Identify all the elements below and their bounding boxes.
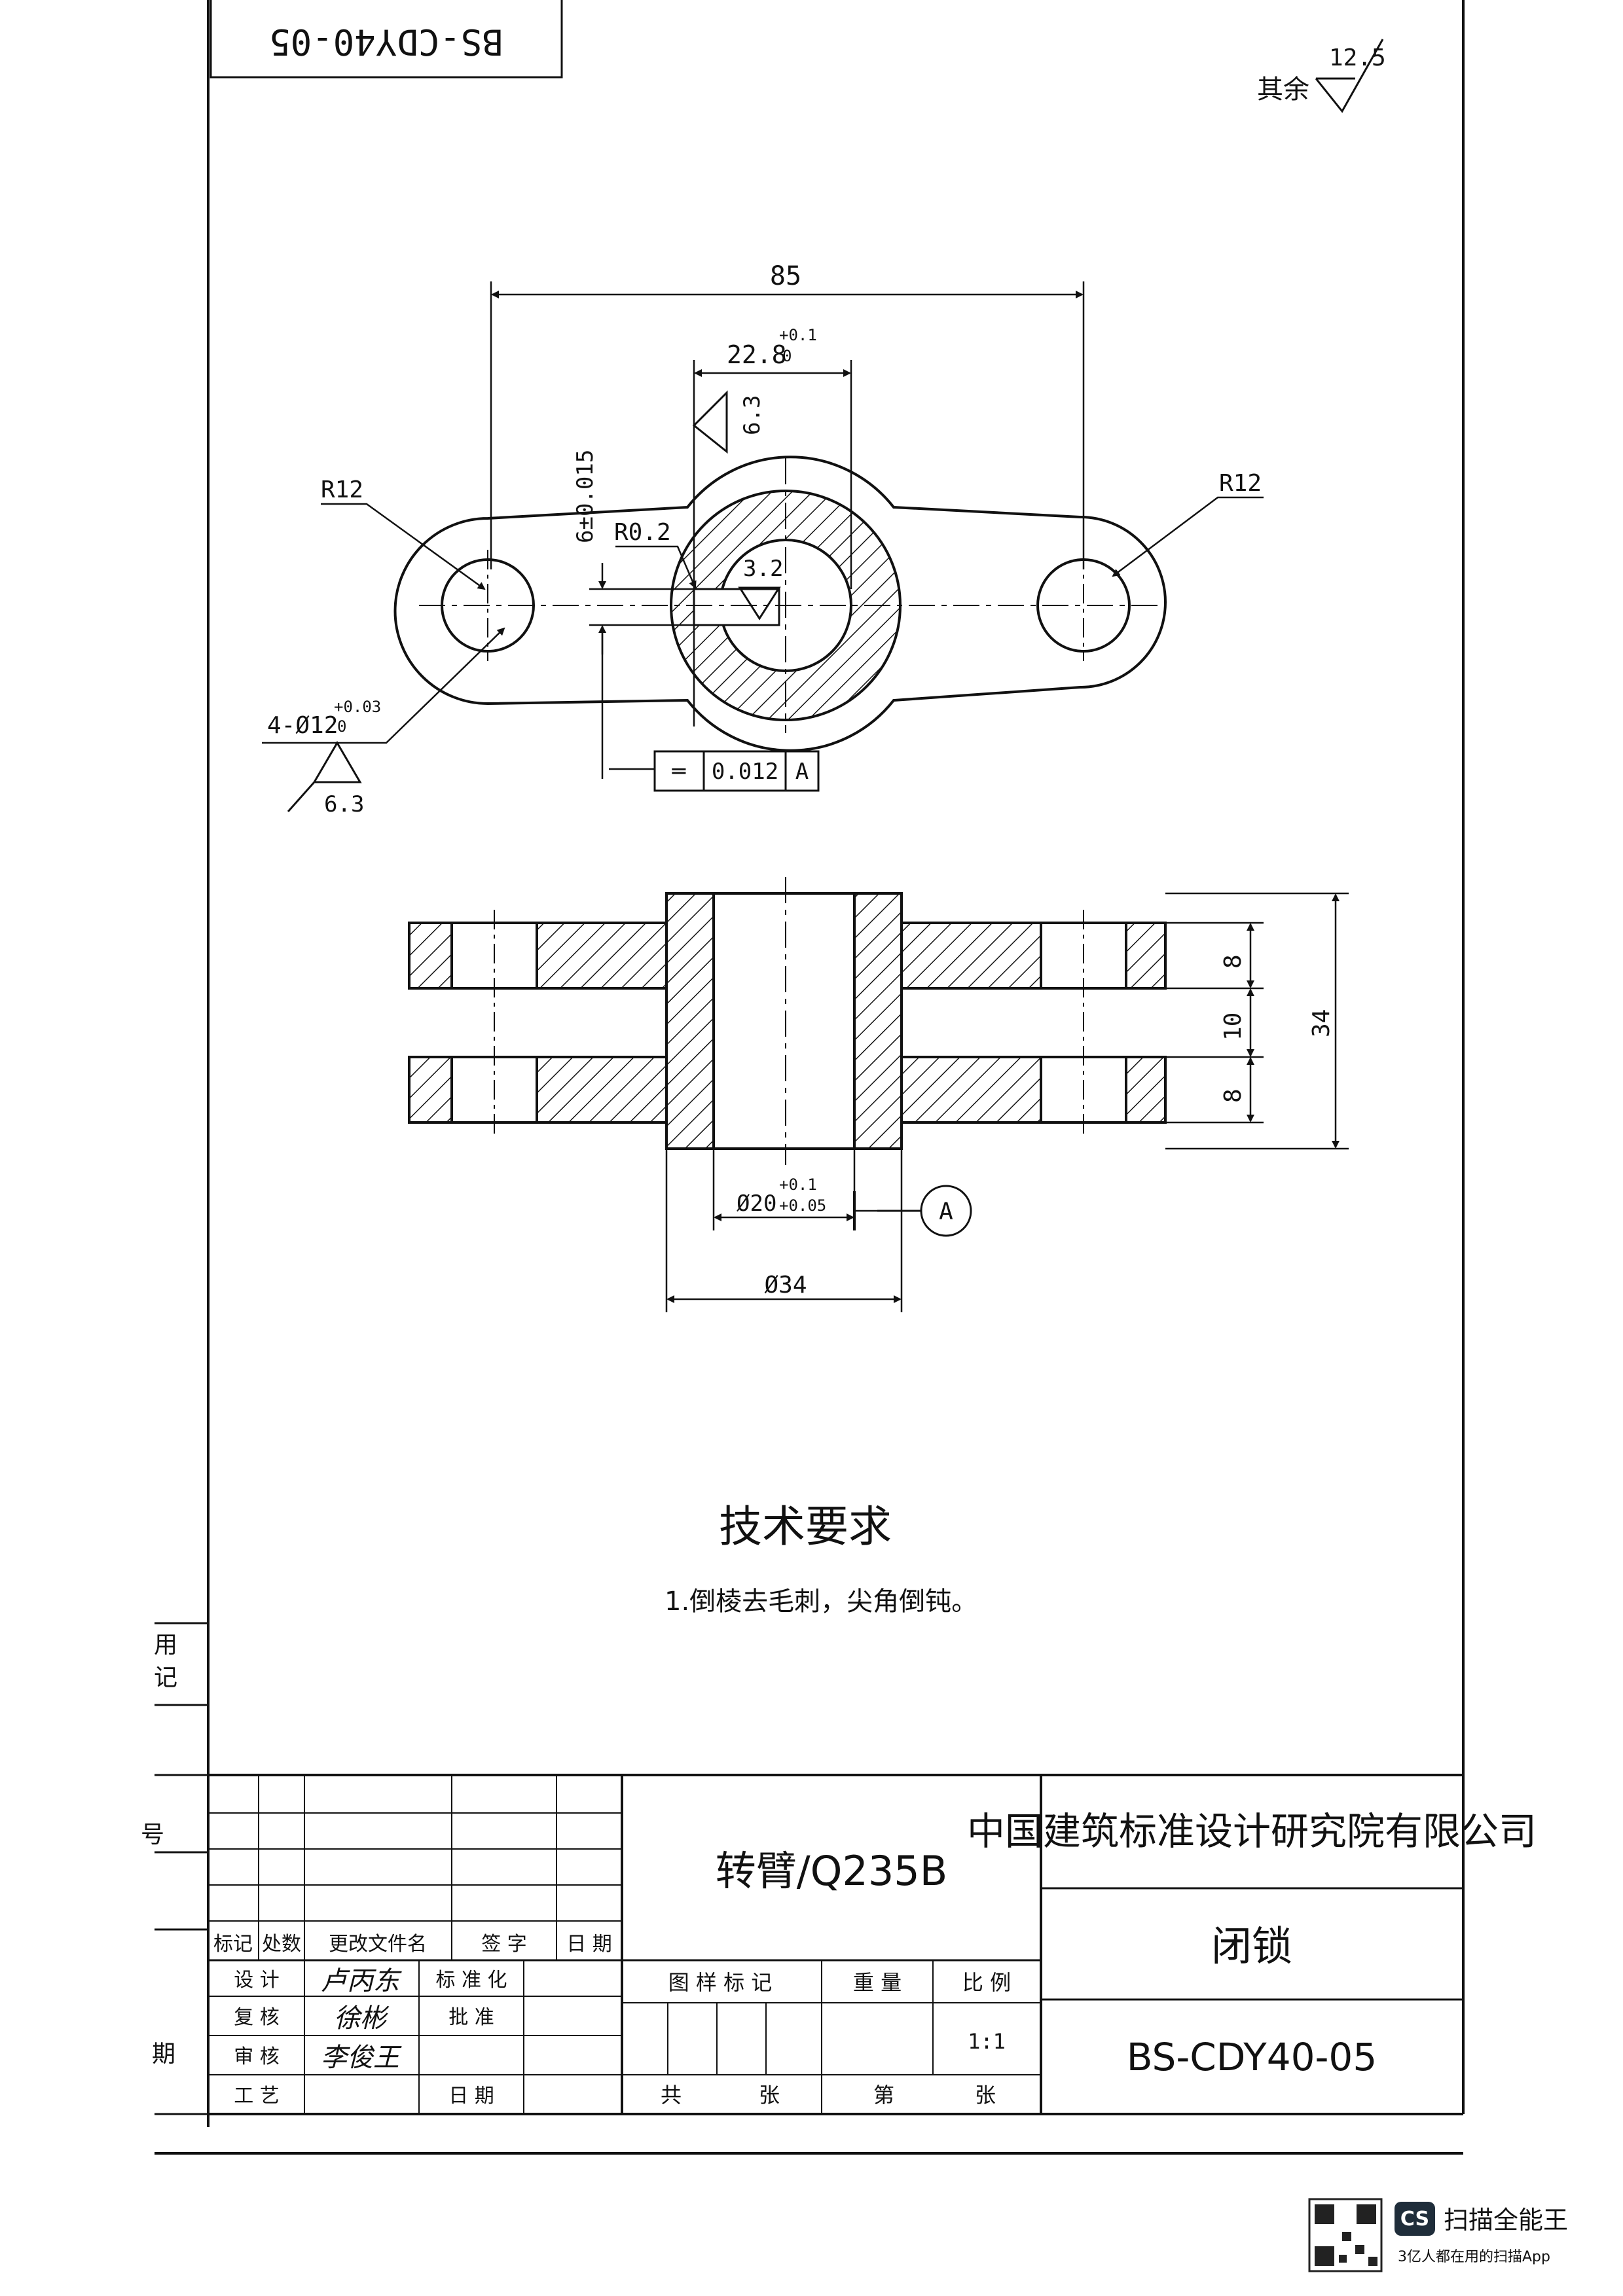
hdr-count: 处数 (262, 1933, 301, 1956)
general-roughness-symbol: 其余 12.5 (1257, 39, 1386, 113)
top-view-dimensions (262, 281, 1264, 779)
dim-plate-top: 8 (1220, 954, 1247, 969)
dim-center-distance: 85 (770, 261, 801, 291)
dim-slot-tol-low: 0 (782, 347, 792, 365)
side-label-3: 号 (141, 1821, 164, 1848)
role-check: 复 核 (234, 2006, 280, 2029)
top-view (393, 456, 1167, 752)
role-date: 日 期 (448, 2085, 494, 2108)
cs-badge-icon (1395, 2202, 1435, 2236)
hdr-mark: 标记 (213, 1933, 253, 1956)
face-roughness-symbol: 3.2 (738, 556, 783, 620)
bore-roughness-symbol: 6.3 (692, 390, 765, 454)
signature-review: 李俊王 (321, 2043, 402, 2073)
tech-req-item-1: 1.倒棱去毛刺，尖角倒钝。 (665, 1587, 977, 1617)
svg-text:3.2: 3.2 (743, 556, 783, 582)
drawing-number-top: BS-CDY40-05 (269, 21, 503, 62)
hdr-sign: 签 字 (481, 1933, 527, 1956)
section-dimensions (665, 892, 1349, 1312)
dim-fillet: R0.2 (614, 519, 671, 546)
company-name: 中国建筑标准设计研究院有限公司 (967, 1809, 1537, 1854)
scale-value: 1:1 (968, 2029, 1006, 2054)
dim-plate-bottom: 8 (1220, 1088, 1247, 1103)
watermark-app-name: 扫描全能王 (1444, 2206, 1568, 2234)
dim-bore: Ø20 (737, 1191, 776, 1217)
col-sheets: 张 (759, 2083, 780, 2108)
title-block: 转臂/Q235B 中国建筑标准设计研究院有限公司 闭锁 BS-CDY40-05 … (213, 1809, 1537, 2108)
signature-check: 徐彬 (334, 2003, 390, 2034)
dim-slot-depth: 6±0.015 (572, 450, 598, 543)
hdr-doc: 更改文件名 (329, 1933, 427, 1956)
dim-radius-left: R12 (321, 476, 363, 503)
svg-text:CS: CS (1400, 2208, 1429, 2231)
dim-radius-right: R12 (1219, 470, 1262, 497)
drawing-number: BS-CDY40-05 (1127, 2035, 1377, 2079)
dim-slot-tol-up: +0.1 (779, 326, 817, 344)
dim-pin-holes: 4-Ø12 (267, 712, 338, 739)
section-view (408, 877, 1167, 1165)
dim-pin-tol-up: +0.03 (334, 698, 381, 716)
drawing-frame (155, 0, 1465, 2155)
hdr-date: 日 期 (566, 1933, 612, 1956)
title-block-grid (207, 1775, 1463, 2114)
col-no: 第 (873, 2083, 894, 2108)
col-sheet: 张 (975, 2083, 996, 2108)
qr-code-icon (1308, 2198, 1383, 2272)
dim-pin-tol-low: 0 (337, 717, 346, 736)
col-ratio: 比 例 (962, 1970, 1011, 1995)
pin-roughness-symbol: 6.3 (287, 741, 364, 817)
svg-text:其余: 其余 (1257, 75, 1309, 105)
signature-design: 卢丙东 (321, 1966, 402, 1996)
role-approve: 批 准 (448, 2006, 494, 2029)
side-label-4: 期 (152, 2041, 175, 2068)
tolerance-frame: ═ 0.012 A (653, 750, 820, 792)
watermark-tagline: 3亿人都在用的扫描App (1398, 2249, 1550, 2265)
dim-overall-height: 34 (1308, 1009, 1335, 1037)
svg-text:═: ═ (672, 759, 686, 785)
scanner-watermark: CS 扫描全能王 3亿人都在用的扫描App (1308, 2198, 1568, 2272)
dim-gap: 10 (1220, 1013, 1247, 1041)
svg-text:0.012: 0.012 (712, 759, 778, 785)
dim-bore-tol-low: +0.05 (779, 1196, 826, 1215)
col-total: 共 (661, 2083, 682, 2108)
svg-text:6.3: 6.3 (324, 791, 364, 817)
product-name: 闭锁 (1211, 1922, 1292, 1970)
col-weight: 重 量 (853, 1970, 902, 1995)
part-name: 转臂/Q235B (716, 1847, 948, 1895)
role-review: 审 核 (234, 2045, 280, 2068)
role-process: 工 艺 (234, 2085, 280, 2108)
side-label-2: 记 (154, 1664, 177, 1691)
tech-req-title: 技术要求 (719, 1501, 892, 1552)
dim-bore-tol-up: +0.1 (779, 1175, 817, 1194)
svg-text:A: A (795, 759, 809, 785)
dim-boss-dia: Ø34 (764, 1272, 807, 1299)
side-label-1: 用 (154, 1632, 177, 1659)
col-sample-mark: 图 样 标 记 (668, 1970, 773, 1995)
role-design: 设 计 (234, 1969, 280, 1992)
datum-symbol: A (877, 1185, 972, 1237)
dim-slot-width: 22.8 (727, 340, 787, 369)
svg-text:6.3: 6.3 (739, 395, 765, 435)
svg-text:A: A (939, 1198, 953, 1225)
role-std: 标 准 化 (435, 1969, 507, 1992)
